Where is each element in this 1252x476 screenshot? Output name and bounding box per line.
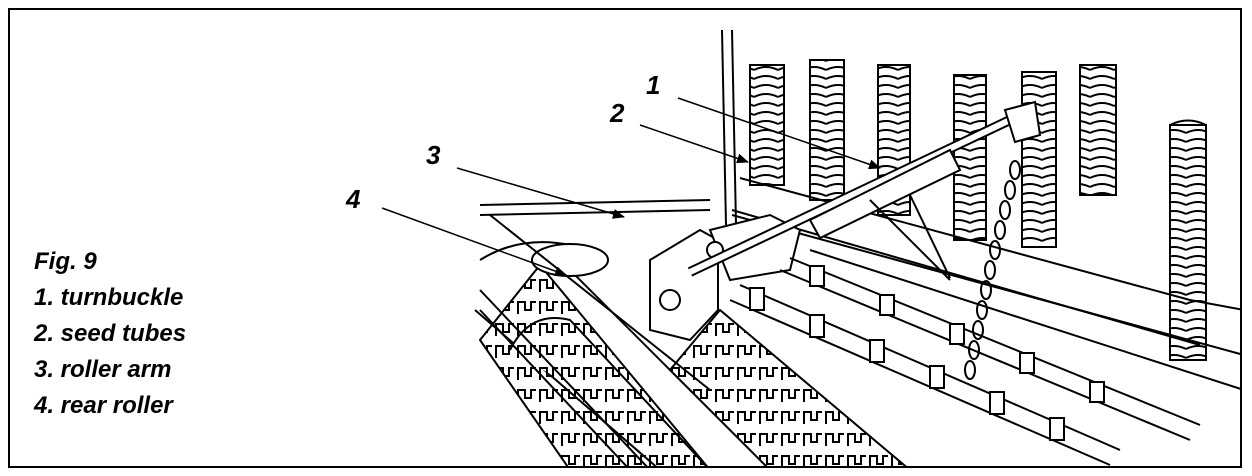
seed-tube — [1021, 71, 1057, 248]
legend-item-rear-roller: 4. rear roller — [34, 392, 173, 419]
callout-2: 2 — [610, 98, 625, 128]
seed-tube — [953, 74, 987, 241]
leader-line-1 — [677, 97, 881, 170]
figure-frame: 1 2 3 4 Fig. 9 1. turnbuckle 2. seed tub… — [8, 8, 1242, 468]
legend-item-roller-arm: 3. roller arm — [34, 356, 172, 383]
agitator-shaft — [779, 257, 1201, 441]
seed-tube — [1079, 64, 1117, 196]
seed-tube — [1169, 119, 1207, 361]
figure-caption: Fig. 9 1. turnbuckle 2. seed tubes 3. ro… — [34, 244, 186, 424]
seed-tube — [809, 59, 845, 201]
callout-3: 3 — [426, 140, 441, 170]
leader-line-2 — [639, 124, 749, 164]
rear-roller — [474, 241, 768, 466]
figure-title: Fig. 9 — [34, 248, 97, 275]
legend-item-seed-tubes: 2. seed tubes — [34, 320, 187, 347]
agitator-shaft — [729, 284, 1121, 466]
callout-1: 1 — [646, 70, 661, 100]
chain — [964, 160, 1021, 380]
leader-line-3 — [456, 167, 625, 219]
legend-item-turnbuckle: 1. turnbuckle — [34, 284, 184, 311]
front-roller — [668, 308, 907, 466]
leader-line-4 — [381, 207, 567, 276]
seed-drill-illustration — [381, 29, 1240, 466]
callout-4: 4 — [346, 184, 361, 214]
